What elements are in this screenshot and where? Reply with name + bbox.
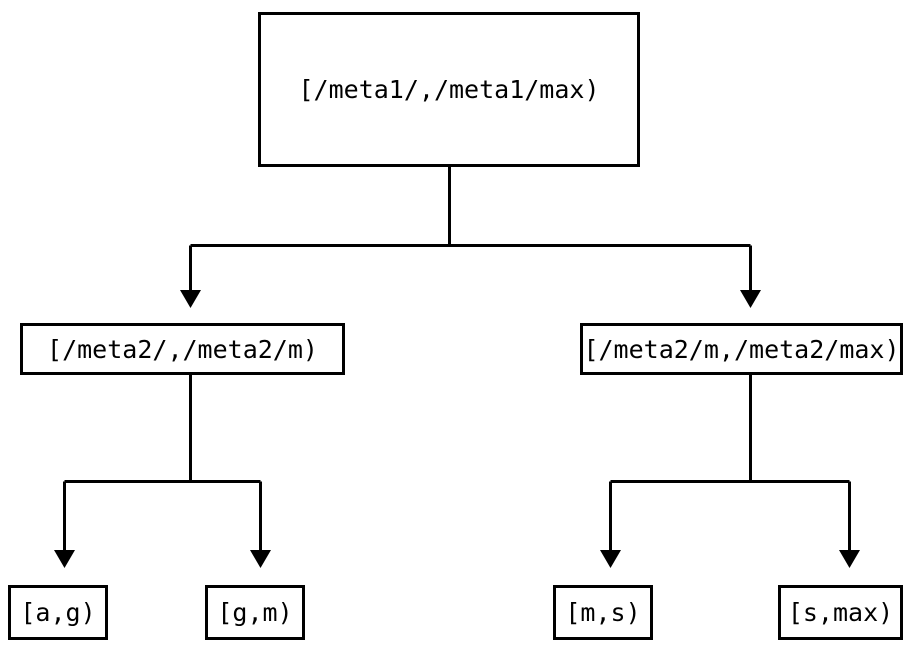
node-mid-right[interactable]: [/meta2/m,/meta2/max): [580, 323, 903, 375]
arrowhead-to-mid-right: [740, 290, 761, 308]
node-leaf-m-s[interactable]: [m,s): [553, 585, 653, 640]
node-mid-left[interactable]: [/meta2/,/meta2/m): [20, 323, 345, 375]
arrowhead-to-leaf-3: [600, 550, 621, 568]
arrowhead-to-leaf-2: [250, 550, 271, 568]
node-leaf-s-max[interactable]: [s,max): [778, 585, 903, 640]
node-leaf-s-max-label: [s,max): [787, 598, 894, 627]
node-leaf-a-g[interactable]: [a,g): [8, 585, 108, 640]
node-leaf-m-s-label: [m,s): [565, 598, 641, 627]
arrowhead-to-mid-left: [180, 290, 201, 308]
node-leaf-a-g-label: [a,g): [20, 598, 96, 627]
node-root-label: [/meta1/,/meta1/max): [298, 75, 600, 104]
node-leaf-g-m-label: [g,m): [217, 598, 293, 627]
arrowhead-to-leaf-1: [54, 550, 75, 568]
node-leaf-g-m[interactable]: [g,m): [205, 585, 305, 640]
node-mid-left-label: [/meta2/,/meta2/m): [47, 334, 318, 364]
arrowhead-to-leaf-4: [839, 550, 860, 568]
node-root[interactable]: [/meta1/,/meta1/max): [258, 12, 640, 167]
node-mid-right-label: [/meta2/m,/meta2/max): [583, 334, 900, 364]
